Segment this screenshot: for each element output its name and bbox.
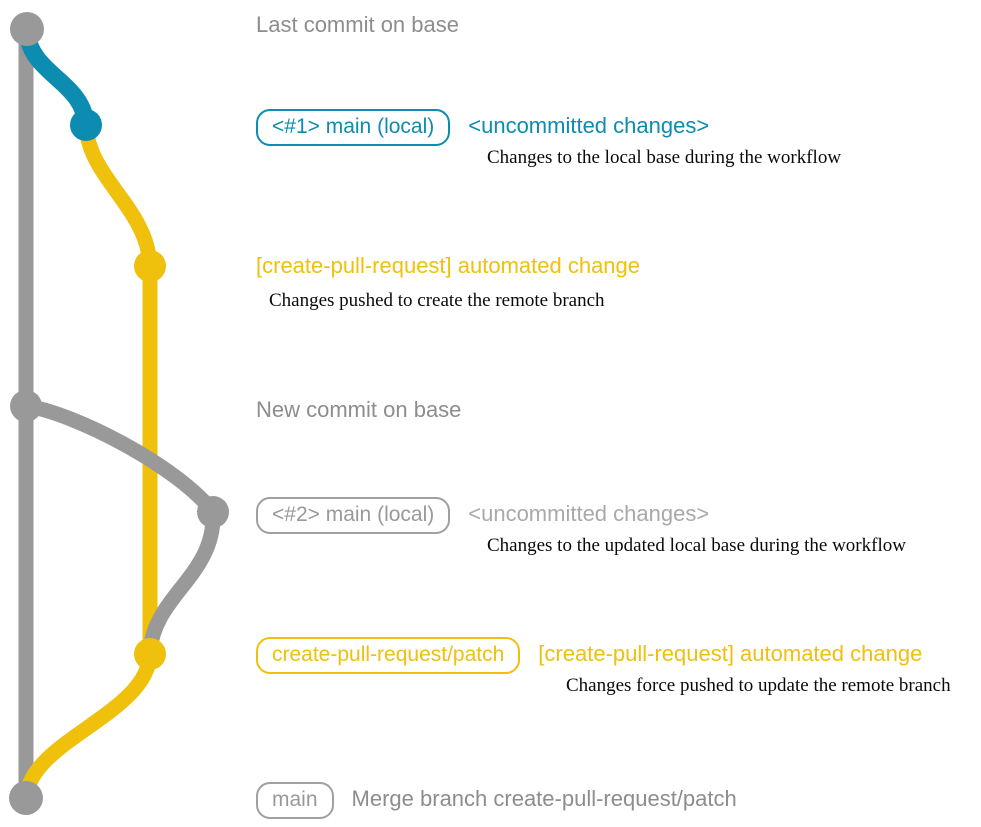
node-local-1[interactable] xyxy=(70,109,102,141)
row-merge-commit-subject: Merge branch create-pull-request/patch xyxy=(351,786,737,811)
branch-pill-local-main-2[interactable]: <#2> main (local) xyxy=(256,497,451,534)
branch-pill-main[interactable]: main xyxy=(256,782,334,819)
row-local-main-1-body: Changes to the local base during the wor… xyxy=(487,147,842,168)
node-patch-1[interactable] xyxy=(134,250,166,282)
row-automated-change-1-body: Changes pushed to create the remote bran… xyxy=(269,290,605,311)
row-local-main-2-body: Changes to the updated local base during… xyxy=(487,535,906,556)
edge-local-1-to-patch-1 xyxy=(78,117,158,274)
row-automated-change-2: create-pull-request/patch [create-pull-r… xyxy=(256,637,922,674)
branch-pill-local-main-1[interactable]: <#1> main (local) xyxy=(256,109,451,146)
row-last-commit-on-base-subject: Last commit on base xyxy=(256,12,459,37)
node-base-new[interactable] xyxy=(10,390,42,422)
edge-local-2-to-patch-2 xyxy=(142,504,221,662)
node-merge[interactable] xyxy=(9,781,43,815)
row-automated-change-2-body: Changes force pushed to update the remot… xyxy=(566,675,951,696)
node-base-head[interactable] xyxy=(10,12,44,46)
row-local-main-2: <#2> main (local) <uncommitted changes> xyxy=(256,497,709,534)
row-automated-change-1-subject: [create-pull-request] automated change xyxy=(256,253,641,278)
edge-patch-2-to-merge xyxy=(18,646,158,806)
row-merge-commit: main Merge branch create-pull-request/pa… xyxy=(256,782,737,819)
edge-base-new-to-local-2 xyxy=(18,398,221,520)
row-local-main-1: <#1> main (local) <uncommitted changes> xyxy=(256,109,709,146)
row-local-main-2-subject: <uncommitted changes> xyxy=(468,501,710,526)
row-local-main-1-subject: <uncommitted changes> xyxy=(468,113,710,138)
edge-base-to-local-1 xyxy=(18,23,95,134)
branch-pill-create-pull-request-patch[interactable]: create-pull-request/patch xyxy=(256,637,521,674)
node-local-2[interactable] xyxy=(197,496,229,528)
node-patch-2[interactable] xyxy=(134,638,166,670)
row-automated-change-2-subject: [create-pull-request] automated change xyxy=(538,641,923,666)
row-new-commit-on-base-subject: New commit on base xyxy=(256,397,462,422)
